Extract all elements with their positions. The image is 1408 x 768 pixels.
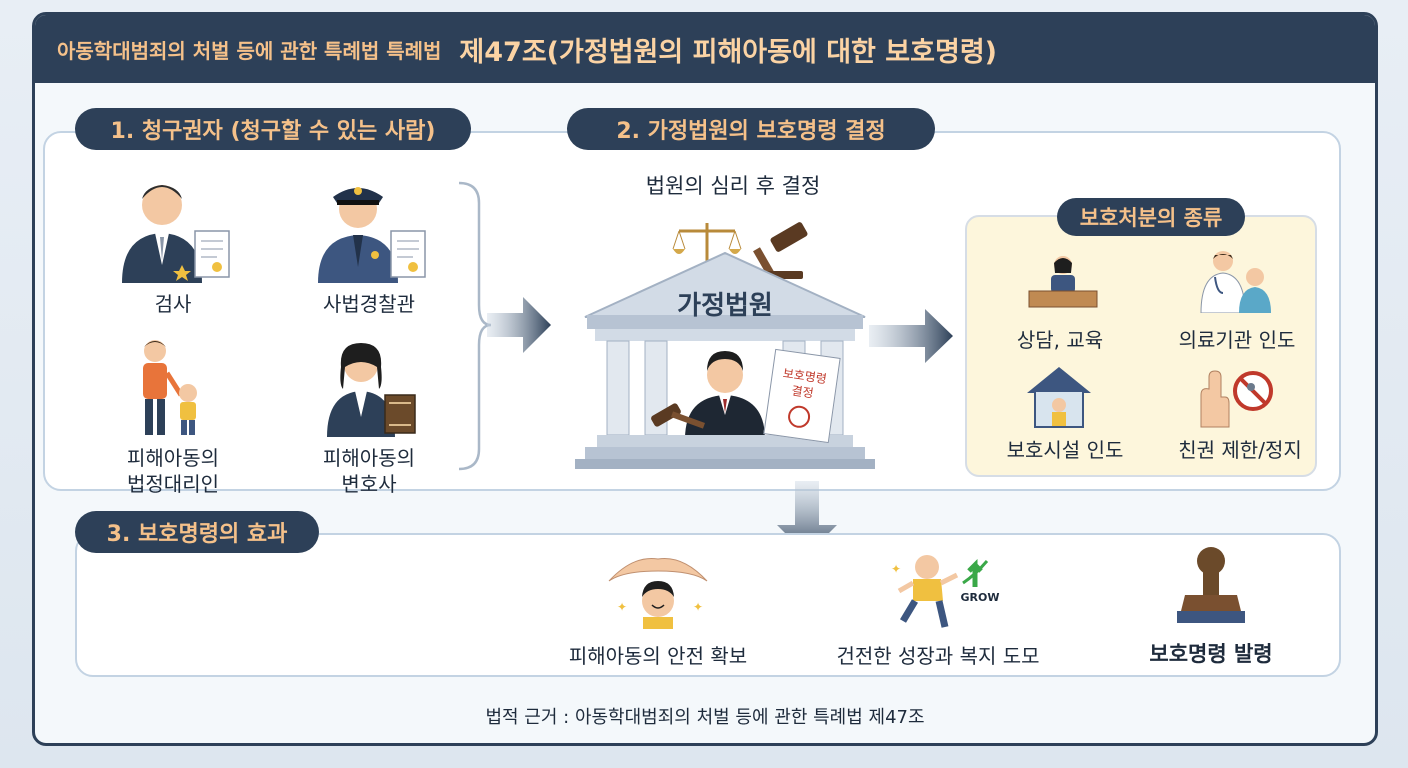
protective-shelter-icon xyxy=(1027,367,1091,428)
seal-icon xyxy=(786,404,812,430)
protective-measures-title: 보호처분의 종류 xyxy=(1057,198,1245,236)
article-title: 제47조(가정법원의 피해아동에 대한 보호명령) xyxy=(459,36,997,68)
svg-text:✦: ✦ xyxy=(891,562,901,576)
measure-item-3: 보호시설 인도 xyxy=(1006,438,1124,462)
arrow-right-icon xyxy=(487,297,551,353)
person-prosecutor-label: 검사 xyxy=(154,292,192,316)
parental-rights-restriction-icon xyxy=(1200,370,1273,428)
section3-title: 3. 보호명령의 효과 xyxy=(75,511,319,553)
section2-title: 2. 가정법원의 보호명령 결정 xyxy=(567,108,935,150)
effect-item-2: 건전한 성장과 복지 도모 xyxy=(836,644,1040,668)
court-decision-subtitle: 법원의 심리 후 결정 xyxy=(645,174,821,198)
grow-label: GROW xyxy=(960,591,1000,604)
effect-item-3: 보호명령 발령 xyxy=(1149,642,1273,666)
protection-order-document: 보호명령 결정 xyxy=(763,348,841,444)
svg-text:✦: ✦ xyxy=(693,600,703,614)
header-bar: 아동학대범죄의 처벌 등에 관한 특례법 특례법 제47조(가정법원의 피해아동… xyxy=(35,15,1375,83)
measure-item-4: 친권 제한/정지 xyxy=(1178,438,1302,462)
person-lawyer-label-line2: 변호사 xyxy=(341,472,397,496)
effect-item-1: 피해아동의 안전 확보 xyxy=(568,644,748,668)
section1-title: 1. 청구권자 (청구할 수 있는 사람) xyxy=(75,108,471,150)
measure-item-2: 의료기관 인도 xyxy=(1178,328,1296,352)
infographic-frame: 아동학대범죄의 처벌 등에 관한 특례법 특례법 제47조(가정법원의 피해아동… xyxy=(32,12,1378,746)
measure-item-1: 상담, 교육 xyxy=(1016,328,1104,352)
legal-basis-footer: 법적 근거 : 아동학대범죄의 처벌 등에 관한 특례법 제47조 xyxy=(485,707,925,728)
arrow-right-icon-2 xyxy=(869,309,953,363)
counseling-education-icon xyxy=(1028,256,1098,308)
medical-institution-icon xyxy=(1200,251,1271,313)
child-safety-icon: ✦ ✦ xyxy=(608,557,708,629)
child-growth-icon: ✦ xyxy=(891,555,989,628)
lawyer-icon xyxy=(327,343,416,437)
prosecutor-icon xyxy=(122,185,230,283)
effects-panel xyxy=(75,533,1341,677)
person-police-label: 사법경찰관 xyxy=(323,292,415,316)
court-name-label: 가정법원 xyxy=(677,291,773,321)
person-guardian-label-line2: 법정대리인 xyxy=(127,472,219,496)
svg-text:✦: ✦ xyxy=(617,600,627,614)
person-lawyer-label-line1: 피해아동의 xyxy=(323,446,415,470)
law-title: 아동학대범죄의 처벌 등에 관한 특례법 특례법 xyxy=(57,38,442,63)
person-guardian-label-line1: 피해아동의 xyxy=(127,446,219,470)
police-officer-icon xyxy=(318,187,426,283)
protective-measures-panel xyxy=(965,215,1317,477)
stamp-icon xyxy=(1177,547,1245,623)
guardian-with-child-icon xyxy=(143,340,197,435)
